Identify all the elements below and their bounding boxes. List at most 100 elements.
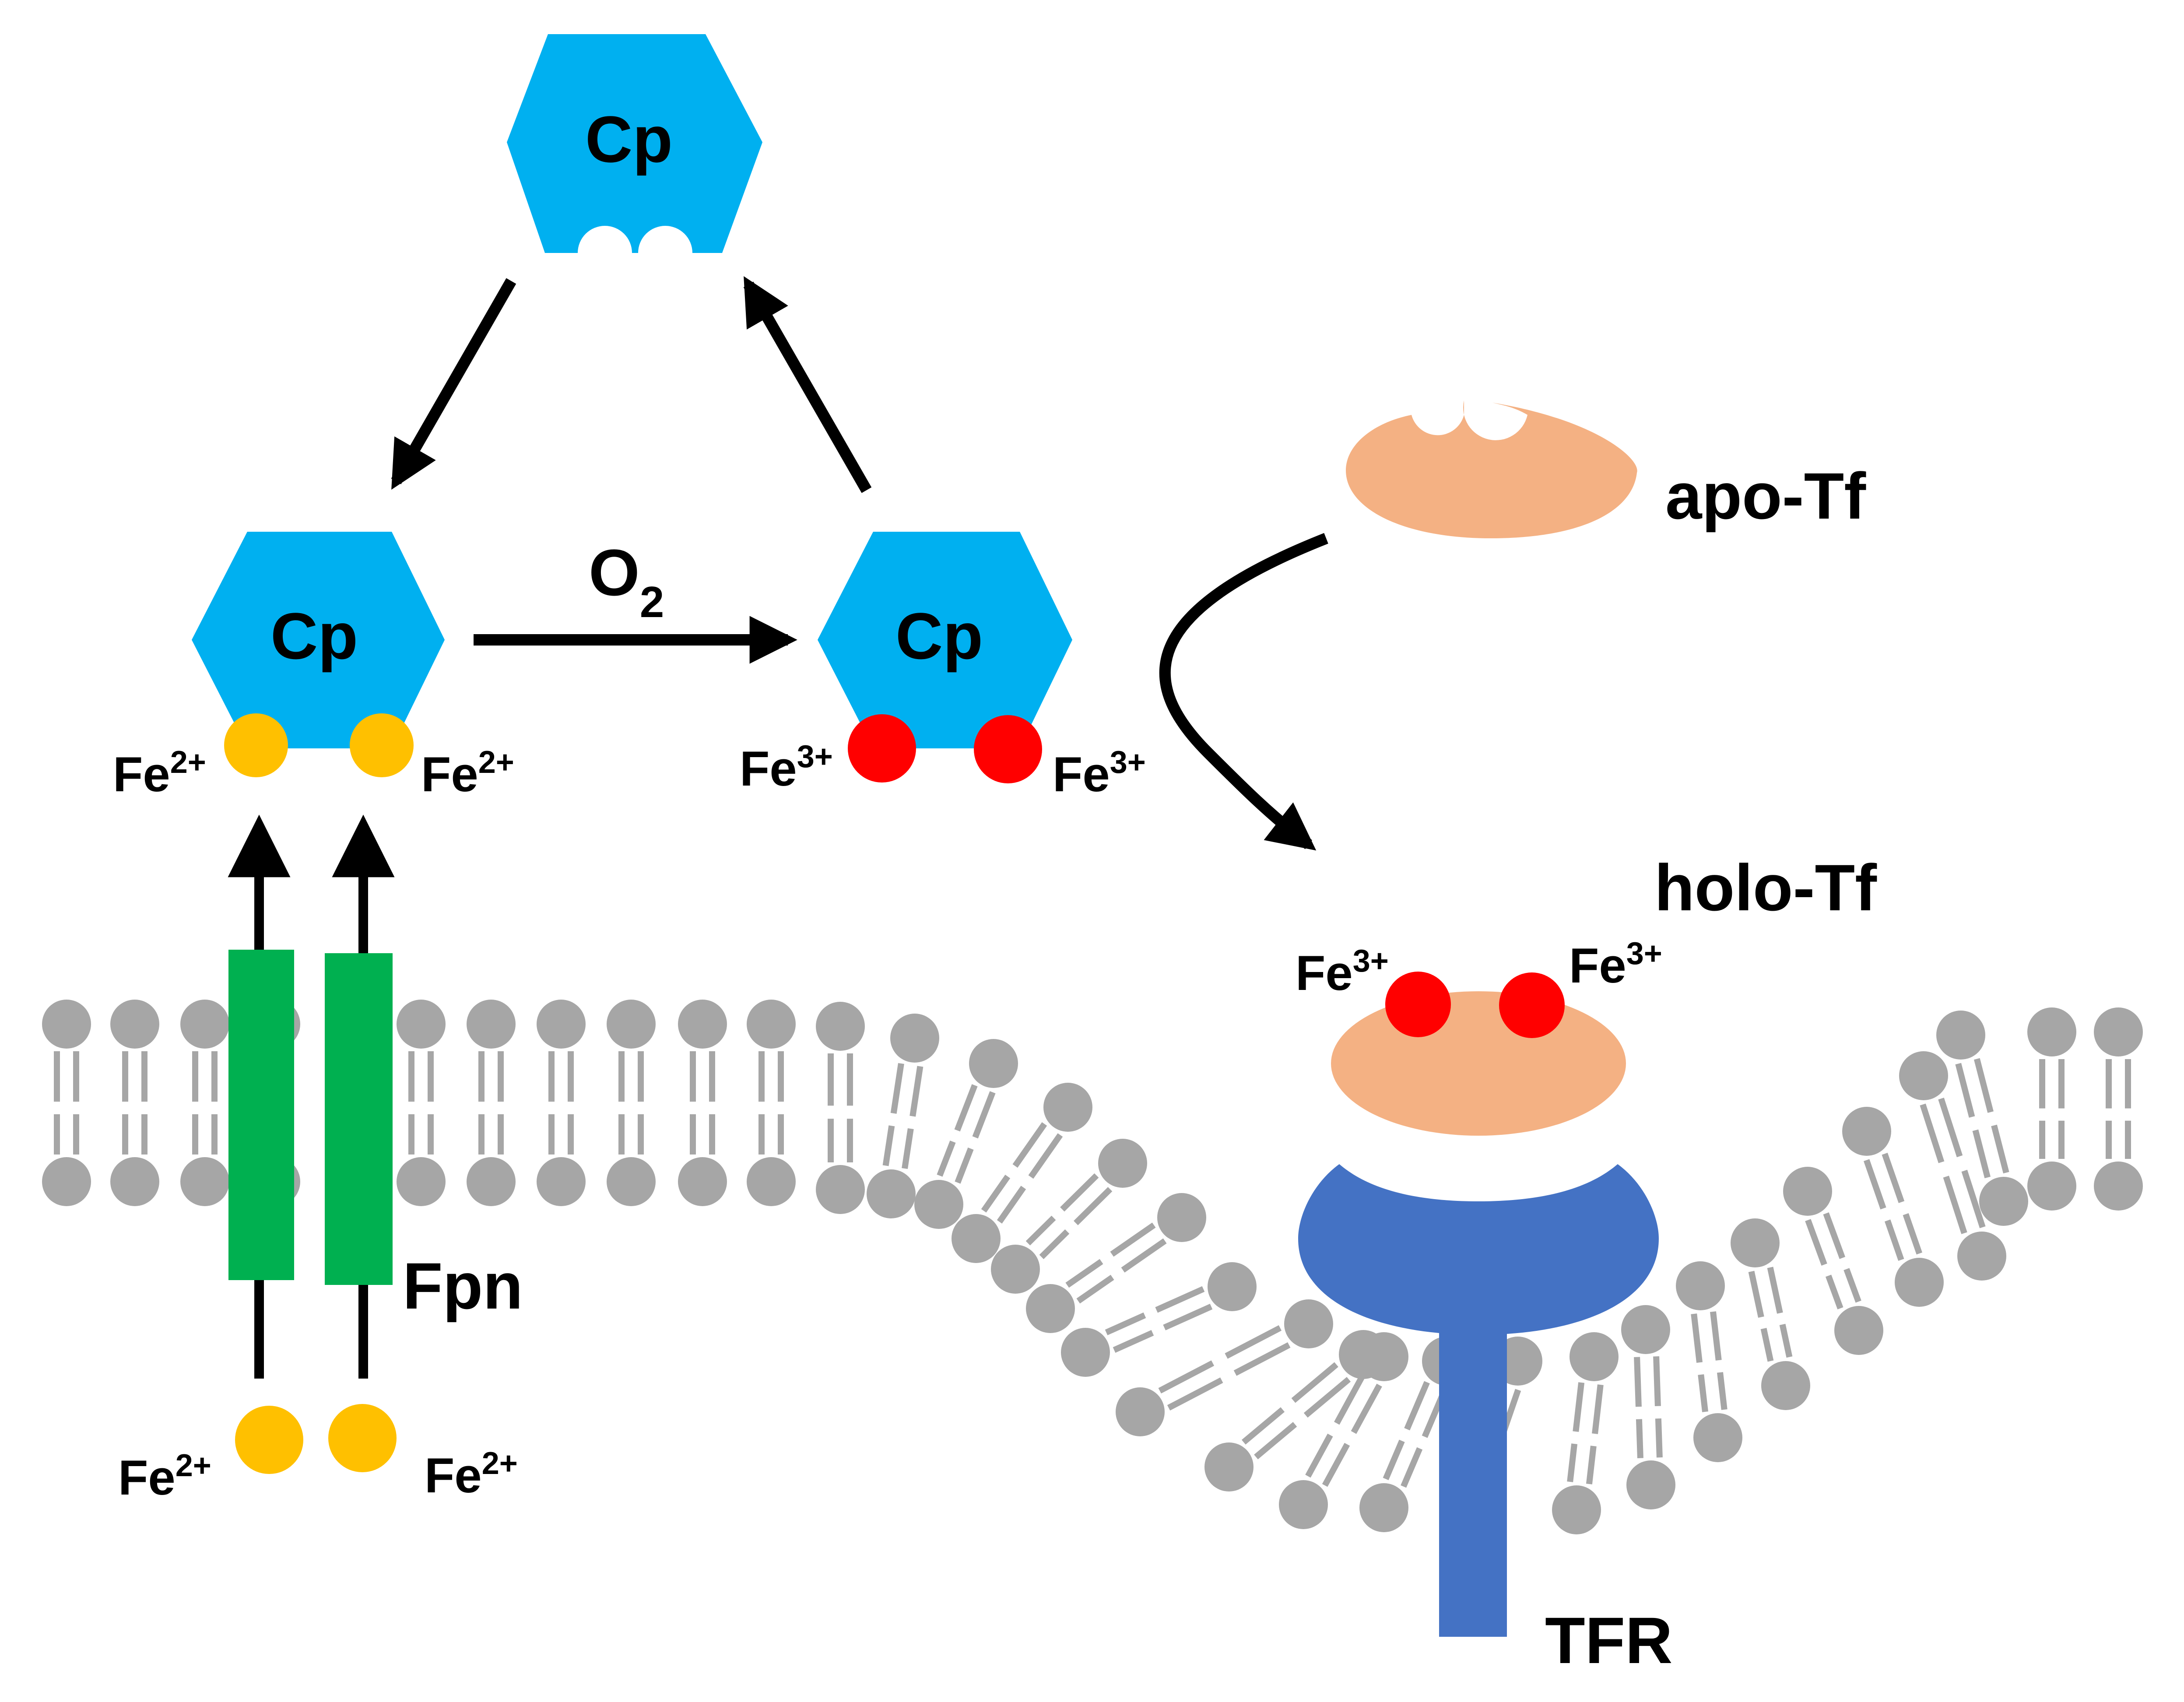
- lipid-head-outer: [397, 1000, 446, 1049]
- fe2-label-left: Fe2+: [113, 745, 206, 802]
- lipid-head-inner: [914, 1180, 963, 1229]
- lipid-head-outer: [1899, 1051, 1948, 1100]
- lipid-head-outer: [42, 1000, 91, 1049]
- lipid-molecule: [1026, 1193, 1206, 1333]
- cp-top-label: Cp: [585, 102, 673, 176]
- lipid-head-outer: [1936, 1011, 1985, 1060]
- lipid-head-inner: [1834, 1306, 1883, 1355]
- lipid-head-inner: [607, 1157, 656, 1206]
- lipid-head-inner: [816, 1165, 865, 1214]
- lipid-tail: [902, 1066, 923, 1169]
- lipid-molecule: [397, 1000, 446, 1206]
- holo-tf-label: holo-Tf: [1654, 851, 1877, 924]
- lipid-tail: [1105, 1286, 1205, 1335]
- lipid-molecule: [1279, 1332, 1408, 1529]
- lipid-tail: [1710, 1311, 1728, 1410]
- lipid-tail: [981, 1122, 1047, 1213]
- transferrin-receptor: TFR: [1298, 1164, 1673, 1677]
- lipid-head-outer: [969, 1039, 1018, 1088]
- ferric-iron-cp-site1: [848, 714, 916, 783]
- lipid-head-outer: [678, 1000, 727, 1049]
- lipid-molecule: [537, 1000, 586, 1206]
- ceruloplasmin-left: Cp Fe2+ Fe2+: [113, 532, 514, 802]
- lipid-tail: [1322, 1383, 1382, 1487]
- lipid-molecule: [1552, 1332, 1619, 1534]
- ferrous-iron-left-site2: [350, 713, 414, 777]
- lipid-head-outer: [1157, 1193, 1206, 1242]
- lipid-molecule: [607, 1000, 656, 1206]
- lipid-head-inner: [42, 1157, 91, 1206]
- cycle-arrow-right-to-top: [743, 276, 872, 493]
- lipid-head-outer: [1043, 1083, 1092, 1132]
- lipid-head-outer: [1621, 1305, 1670, 1354]
- receptor-head: [1298, 1164, 1659, 1335]
- lipid-molecule: [867, 1014, 939, 1218]
- lipid-tail: [1634, 1357, 1643, 1459]
- lipid-head-outer: [1098, 1139, 1147, 1188]
- lipid-molecule: [678, 1000, 727, 1206]
- lipid-molecule: [816, 1002, 865, 1214]
- ferric-iron-tf-site1: [1385, 972, 1451, 1037]
- fe2-label-bottom-left: Fe2+: [118, 1448, 211, 1505]
- lipid-head-inner: [1626, 1460, 1675, 1509]
- lipid-tail: [1653, 1356, 1663, 1458]
- lipid-tail: [1065, 1222, 1156, 1288]
- lipid-head-inner: [1979, 1177, 2028, 1226]
- apo-tf-label: apo-Tf: [1665, 459, 1866, 533]
- lipid-head-inner: [1279, 1480, 1328, 1529]
- lipid-molecule: [1783, 1167, 1883, 1355]
- holo-transferrin-body: [1331, 991, 1626, 1136]
- lipid-molecule: [1731, 1218, 1810, 1410]
- lipid-head-inner: [678, 1157, 727, 1206]
- lipid-tail: [1955, 1063, 1991, 1179]
- lipid-tail: [1254, 1377, 1351, 1460]
- fe3-label-cp-right: Fe3+: [1053, 745, 1146, 802]
- ferrous-iron-bottom-right: [328, 1404, 397, 1472]
- lipid-head-outer: [816, 1002, 865, 1051]
- receptor-stalk: [1439, 1295, 1507, 1637]
- tfr-label: TFR: [1545, 1604, 1673, 1677]
- lipid-molecule: [1842, 1107, 1944, 1307]
- lipid-tail: [1076, 1238, 1167, 1304]
- lipid-head-outer: [747, 1000, 796, 1049]
- lipid-molecule: [110, 1000, 159, 1206]
- lipid-molecule: [1676, 1261, 1742, 1462]
- ferrous-iron-bottom-left: [235, 1406, 303, 1474]
- lipid-molecule: [2027, 1007, 2076, 1211]
- lipid-head-inner: [180, 1157, 229, 1206]
- lipid-tail: [1586, 1384, 1604, 1484]
- lipid-tail: [997, 1133, 1063, 1224]
- ceruloplasmin-top: Cp: [507, 34, 762, 253]
- lipid-head-inner: [1061, 1328, 1110, 1377]
- lipid-molecule: [180, 1000, 229, 1206]
- lipid-head-outer: [2094, 1007, 2143, 1056]
- lipid-head-inner: [1552, 1485, 1601, 1534]
- lipid-molecule: [1899, 1051, 2006, 1281]
- lipid-tail: [1748, 1270, 1774, 1362]
- fe3-label-tf-right: Fe3+: [1569, 936, 1662, 993]
- lipid-head-outer: [607, 1000, 656, 1049]
- lipid-head-inner: [1026, 1284, 1075, 1333]
- lipid-molecule: [1936, 1011, 2028, 1226]
- lipid-head-inner: [110, 1157, 159, 1206]
- lipid-head-inner: [1761, 1361, 1810, 1410]
- lipid-molecule: [467, 1000, 516, 1206]
- lipid-head-inner: [1116, 1387, 1165, 1436]
- lipid-tail: [1401, 1388, 1448, 1488]
- lipid-molecule: [991, 1139, 1147, 1294]
- ferric-iron-cp-site2: [974, 715, 1042, 783]
- lipid-molecule: [952, 1083, 1092, 1263]
- lipid-molecule: [747, 1000, 796, 1206]
- fe2-label-right: Fe2+: [421, 745, 514, 802]
- lipid-head-inner: [952, 1214, 1001, 1263]
- cycle-arrow-top-to-left: [391, 278, 516, 490]
- lipid-head-outer: [1842, 1107, 1891, 1156]
- lipid-head-inner: [1359, 1483, 1408, 1532]
- ceruloplasmin-left-hexagon: [192, 532, 445, 748]
- lipid-molecule: [914, 1039, 1018, 1229]
- fe2-label-bottom-right: Fe2+: [425, 1446, 518, 1503]
- cp-right-label: Cp: [895, 599, 983, 673]
- lipid-head-inner: [867, 1169, 916, 1218]
